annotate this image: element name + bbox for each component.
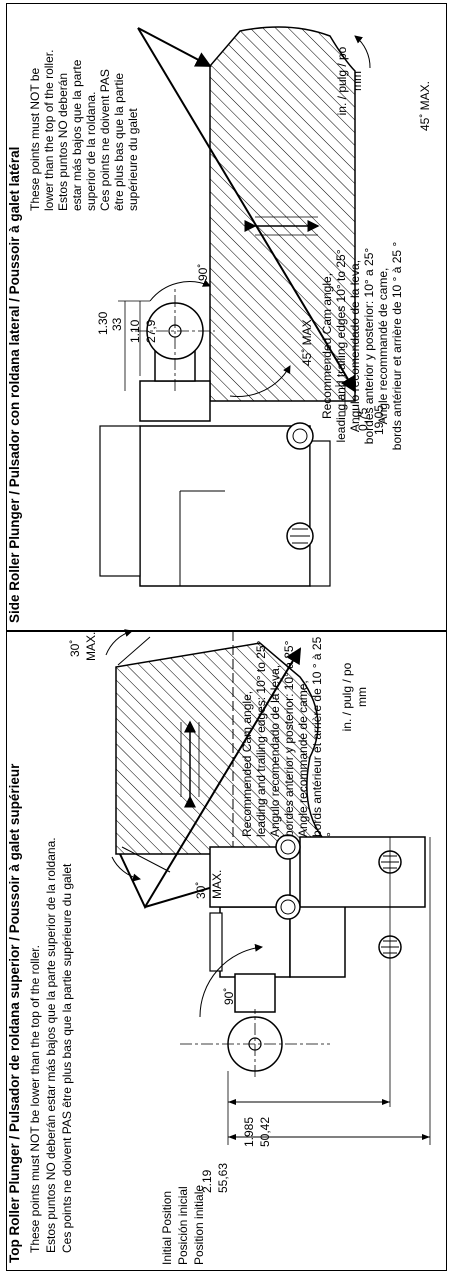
side-cam-angle-note: Recommended Cam angle, leading and trail… <box>320 241 404 451</box>
top-dim1-in: 2.19 <box>200 1169 214 1193</box>
side-angle-45-b: 45˚ MAX. <box>418 80 432 131</box>
side-units-line2: mm <box>350 71 364 91</box>
top-note-es: Estos puntos NO deberán estar más bajos … <box>44 837 58 1253</box>
side-roller-panel: Side Roller Plunger / Pulsador con rolda… <box>0 0 451 631</box>
top-dim2-mm: 50,42 <box>258 1116 272 1147</box>
top-dim1-mm: 55,63 <box>216 1162 230 1193</box>
top-angle-left-2: MAX. <box>210 869 224 899</box>
side-units-line1: in. / pulg / po <box>335 46 349 116</box>
side-dim2-in: 1.10 <box>128 319 142 343</box>
side-cam-shape <box>209 26 356 402</box>
initial-position-es: Posición inicial <box>176 1186 190 1265</box>
top-cam-shape <box>115 642 332 855</box>
top-dim2-in: 1.985 <box>242 1116 256 1147</box>
side-angle-90: 90˚ <box>196 263 210 281</box>
side-dim1-in: 1.30 <box>96 311 110 335</box>
top-angle-right-1: 30˚ <box>68 639 82 657</box>
top-roller-title: Top Roller Plunger / Pulsador de roldana… <box>7 763 22 1263</box>
side-roller-drawing <box>99 26 371 587</box>
side-dim1-mm: 33 <box>110 317 124 331</box>
side-note-pointer <box>137 27 212 67</box>
top-cam-angle-note: Recommended Cam angle, leading and trail… <box>240 636 338 837</box>
side-dim2-mm: 27,9 <box>144 319 158 343</box>
top-note-fr: Ces points ne doivent PAS être plus bas … <box>60 863 74 1253</box>
top-angle-left-1: 30˚ <box>194 881 208 899</box>
initial-position-fr: Position initiale <box>192 1184 206 1265</box>
top-units-line1: in. / pulg / po <box>340 662 354 732</box>
top-units-line2: mm <box>355 687 369 707</box>
top-roller-panel: Top Roller Plunger / Pulsador de roldana… <box>0 629 451 1277</box>
top-angle-right-2: MAX. <box>84 631 98 661</box>
top-roller-drawing <box>105 629 431 1145</box>
top-note-en: These points must NOT be lower than the … <box>28 945 42 1253</box>
top-angle-90: 90˚ <box>222 987 236 1005</box>
initial-position-en: Initial Position <box>160 1190 174 1265</box>
side-points-note: These points must NOT be lower than the … <box>28 49 140 211</box>
side-angle-45-a: 45˚ MAX. <box>300 315 314 366</box>
side-roller-title: Side Roller Plunger / Pulsador con rolda… <box>7 146 22 623</box>
